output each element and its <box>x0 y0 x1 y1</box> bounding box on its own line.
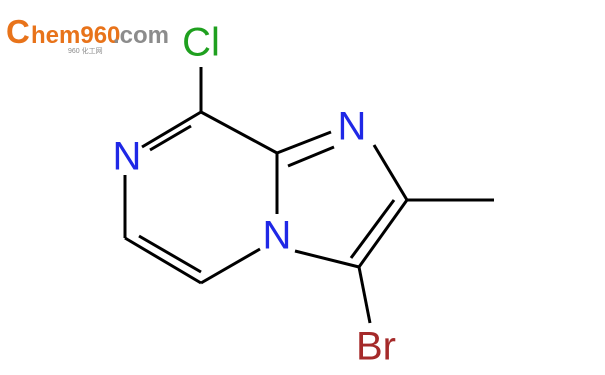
atom-labels: Cl N N N Br <box>113 21 396 369</box>
bond-c3-br <box>357 266 372 324</box>
bonds <box>123 67 494 324</box>
bond-c3-n4 <box>294 249 360 269</box>
bond-c8-n7 <box>141 110 202 149</box>
bond-c5-n4 <box>200 247 261 285</box>
bond-c6-c5 <box>124 236 202 285</box>
atom-br: Br <box>356 325 396 369</box>
chem960-logo: C hem960 .com 960 化工网 <box>6 13 169 55</box>
bond-c2-c3 <box>357 199 409 268</box>
bond-c2-c3-inner <box>349 199 396 259</box>
bond-c8a-n1-inner <box>287 145 335 168</box>
bond-c8a-n1 <box>276 130 332 155</box>
bond-c8-n7-inner <box>149 124 192 152</box>
atom-n-bridgehead: N <box>263 214 292 258</box>
bond-c6-c5-inner <box>138 234 202 274</box>
bond-n1-c2 <box>372 144 409 201</box>
bond-c8a-c8 <box>200 110 278 155</box>
atom-cl: Cl <box>182 21 220 65</box>
logo-c-letter: C <box>6 13 30 50</box>
atom-n-imidazole: N <box>338 105 367 149</box>
logo-text: hem960 <box>31 22 120 49</box>
logo-tld: .com <box>113 22 169 49</box>
logo-subtitle: 960 化工网 <box>68 46 103 55</box>
atom-n-pyrazine: N <box>113 135 142 179</box>
